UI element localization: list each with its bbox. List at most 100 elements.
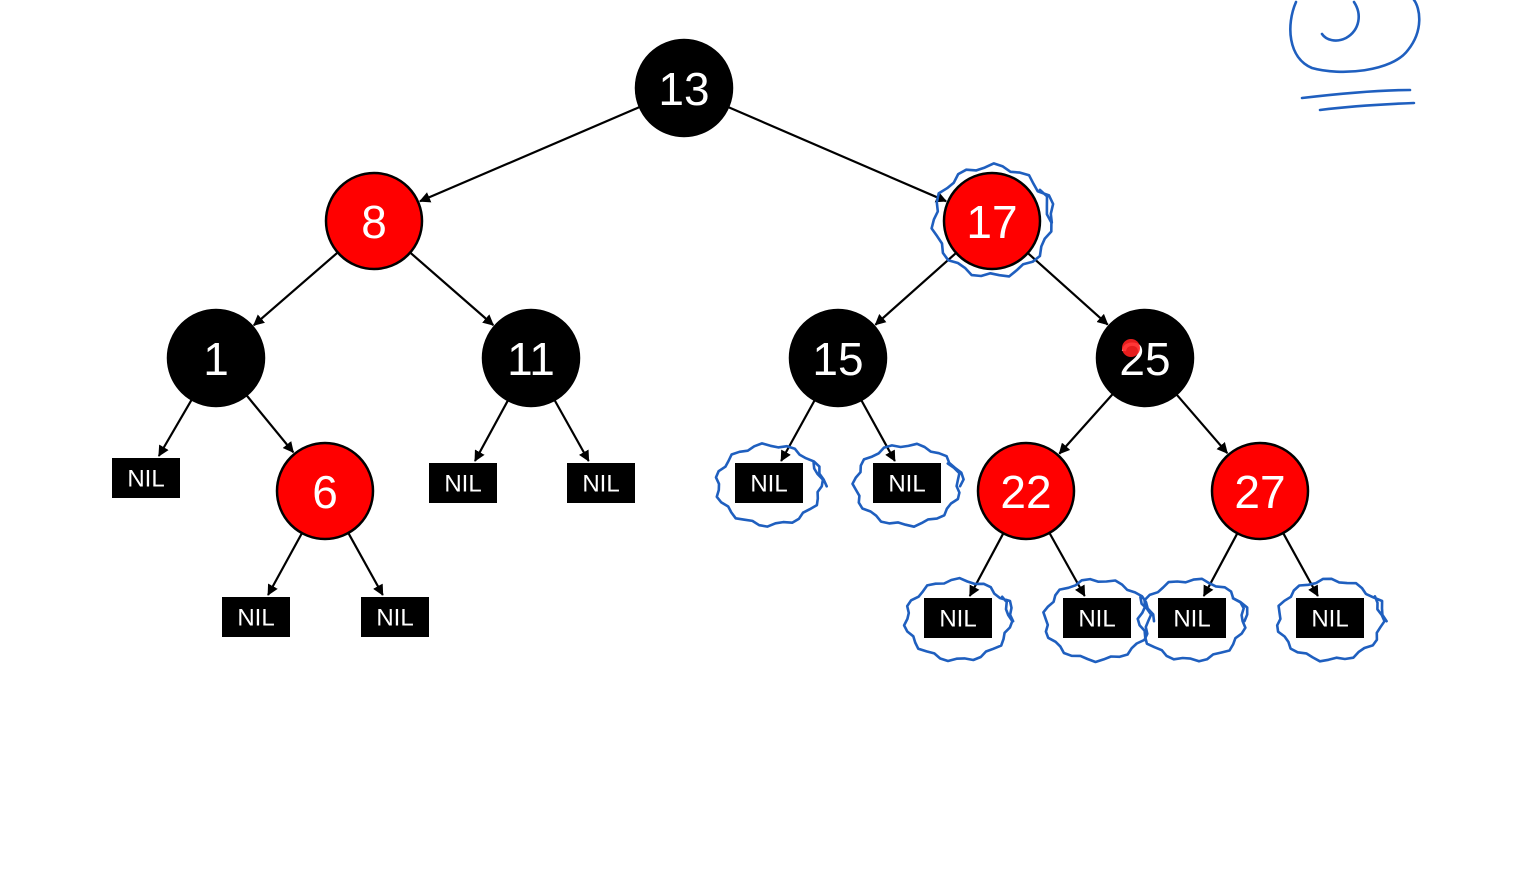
handwritten-underline-1 bbox=[1300, 88, 1412, 100]
node-circle bbox=[788, 308, 888, 408]
nil-box bbox=[1158, 598, 1226, 638]
tree-node-6: 6 bbox=[275, 441, 375, 541]
node-label: 8 bbox=[361, 196, 387, 248]
annotation-circle bbox=[714, 442, 828, 528]
nil-label: NIL bbox=[237, 605, 274, 632]
nil-box bbox=[567, 463, 635, 503]
nil-label: NIL bbox=[1173, 606, 1210, 633]
nil-box bbox=[429, 463, 497, 503]
nil-leaf: NIL bbox=[1158, 598, 1226, 638]
tree-node-25: 25 bbox=[1095, 308, 1195, 408]
edge-n11-to-nil11b bbox=[553, 399, 590, 462]
node-label: 15 bbox=[812, 333, 863, 385]
edge-n25-to-n22 bbox=[1058, 393, 1114, 455]
node-circle bbox=[324, 171, 424, 271]
nil-leaf: NIL bbox=[567, 463, 635, 503]
tree-node-11: 11 bbox=[481, 308, 581, 408]
edge-n27-to-nil27a bbox=[1202, 532, 1239, 597]
nil-label: NIL bbox=[939, 606, 976, 633]
node-circle bbox=[634, 38, 734, 138]
laser-pointer-dot bbox=[1122, 339, 1140, 357]
tree-edges bbox=[157, 105, 1319, 597]
nil-leaf: NIL bbox=[361, 597, 429, 637]
edge-n1-to-nil1 bbox=[157, 398, 193, 457]
node-circle bbox=[481, 308, 581, 408]
nil-box bbox=[222, 597, 290, 637]
edge-n8-to-n11 bbox=[409, 251, 495, 326]
node-label: 1 bbox=[203, 333, 229, 385]
node-label: 11 bbox=[507, 333, 555, 385]
edge-n22-to-nil22a bbox=[968, 532, 1005, 597]
edge-n17-to-n25 bbox=[1027, 252, 1109, 326]
tree-node-17: 17 bbox=[942, 171, 1042, 271]
edge-n6-to-nil6b bbox=[347, 532, 384, 596]
nil-box bbox=[1063, 598, 1131, 638]
node-label: 27 bbox=[1234, 466, 1285, 518]
edge-n1-to-n6 bbox=[245, 394, 295, 454]
nil-leaf: NIL bbox=[429, 463, 497, 503]
node-label: 6 bbox=[312, 466, 338, 518]
annotation-circle bbox=[902, 576, 1015, 663]
tree-node-22: 22 bbox=[976, 441, 1076, 541]
nil-box bbox=[361, 597, 429, 637]
handwritten-s-mark bbox=[1289, 0, 1421, 74]
tree-node-1: 1 bbox=[166, 308, 266, 408]
edge-n22-to-nil22b bbox=[1048, 532, 1086, 597]
annotation-circle bbox=[1136, 577, 1249, 663]
node-circle bbox=[1210, 441, 1310, 541]
nil-box bbox=[112, 458, 180, 498]
nil-label: NIL bbox=[750, 471, 787, 498]
tree-node-13: 13 bbox=[634, 38, 734, 138]
nil-label: NIL bbox=[127, 466, 164, 493]
node-circle bbox=[275, 441, 375, 541]
node-circle bbox=[976, 441, 1076, 541]
nil-label: NIL bbox=[1078, 606, 1115, 633]
annotation-circle bbox=[1275, 577, 1388, 663]
annotation-circle bbox=[851, 442, 965, 528]
node-circle bbox=[166, 308, 266, 408]
annotation-circle bbox=[930, 162, 1055, 278]
edge-n27-to-nil27b bbox=[1282, 532, 1319, 597]
nil-leaf: NIL bbox=[112, 458, 180, 498]
nil-label: NIL bbox=[1311, 606, 1348, 633]
nil-label: NIL bbox=[582, 471, 619, 498]
nil-leaf: NIL bbox=[1063, 598, 1131, 638]
nil-leaf: NIL bbox=[873, 463, 941, 503]
annotation-circle bbox=[1042, 577, 1156, 664]
nil-label: NIL bbox=[444, 471, 481, 498]
handwritten-annotations bbox=[1289, 0, 1421, 112]
handwritten-s-curve bbox=[1320, 0, 1360, 42]
nil-box bbox=[735, 463, 803, 503]
edge-n25-to-n27 bbox=[1175, 393, 1229, 454]
nil-label: NIL bbox=[888, 471, 925, 498]
tree-node-15: 15 bbox=[788, 308, 888, 408]
nil-label: NIL bbox=[376, 605, 413, 632]
nil-box bbox=[924, 598, 992, 638]
node-label: 17 bbox=[966, 196, 1017, 248]
edge-n13-to-n8 bbox=[419, 105, 641, 203]
edge-n11-to-nil11a bbox=[474, 399, 510, 462]
edge-n13-to-n17 bbox=[727, 106, 947, 203]
nil-leaf: NIL bbox=[1296, 598, 1364, 638]
nil-leaf: NIL bbox=[924, 598, 992, 638]
handwritten-underline-2 bbox=[1318, 101, 1416, 112]
edge-n17-to-n15 bbox=[874, 252, 957, 326]
edge-n15-to-nil15b bbox=[860, 399, 896, 462]
nil-box bbox=[1296, 598, 1364, 638]
circled-items bbox=[714, 162, 1388, 664]
node-circle bbox=[942, 171, 1042, 271]
nil-box bbox=[873, 463, 941, 503]
nil-leaf: NIL bbox=[735, 463, 803, 503]
edge-n8-to-n1 bbox=[253, 251, 339, 327]
nil-leaves: NIL NIL NIL NIL NIL NIL NIL NIL NIL NIL NIL bbox=[112, 458, 1364, 638]
edge-n15-to-nil15a bbox=[780, 399, 816, 462]
edge-n6-to-nil6a bbox=[267, 532, 303, 596]
tree-node-8: 8 bbox=[324, 171, 424, 271]
node-label: 22 bbox=[1000, 466, 1051, 518]
node-circle bbox=[1095, 308, 1195, 408]
node-label: 13 bbox=[658, 63, 709, 115]
tree-node-27: 27 bbox=[1210, 441, 1310, 541]
nil-leaf: NIL bbox=[222, 597, 290, 637]
